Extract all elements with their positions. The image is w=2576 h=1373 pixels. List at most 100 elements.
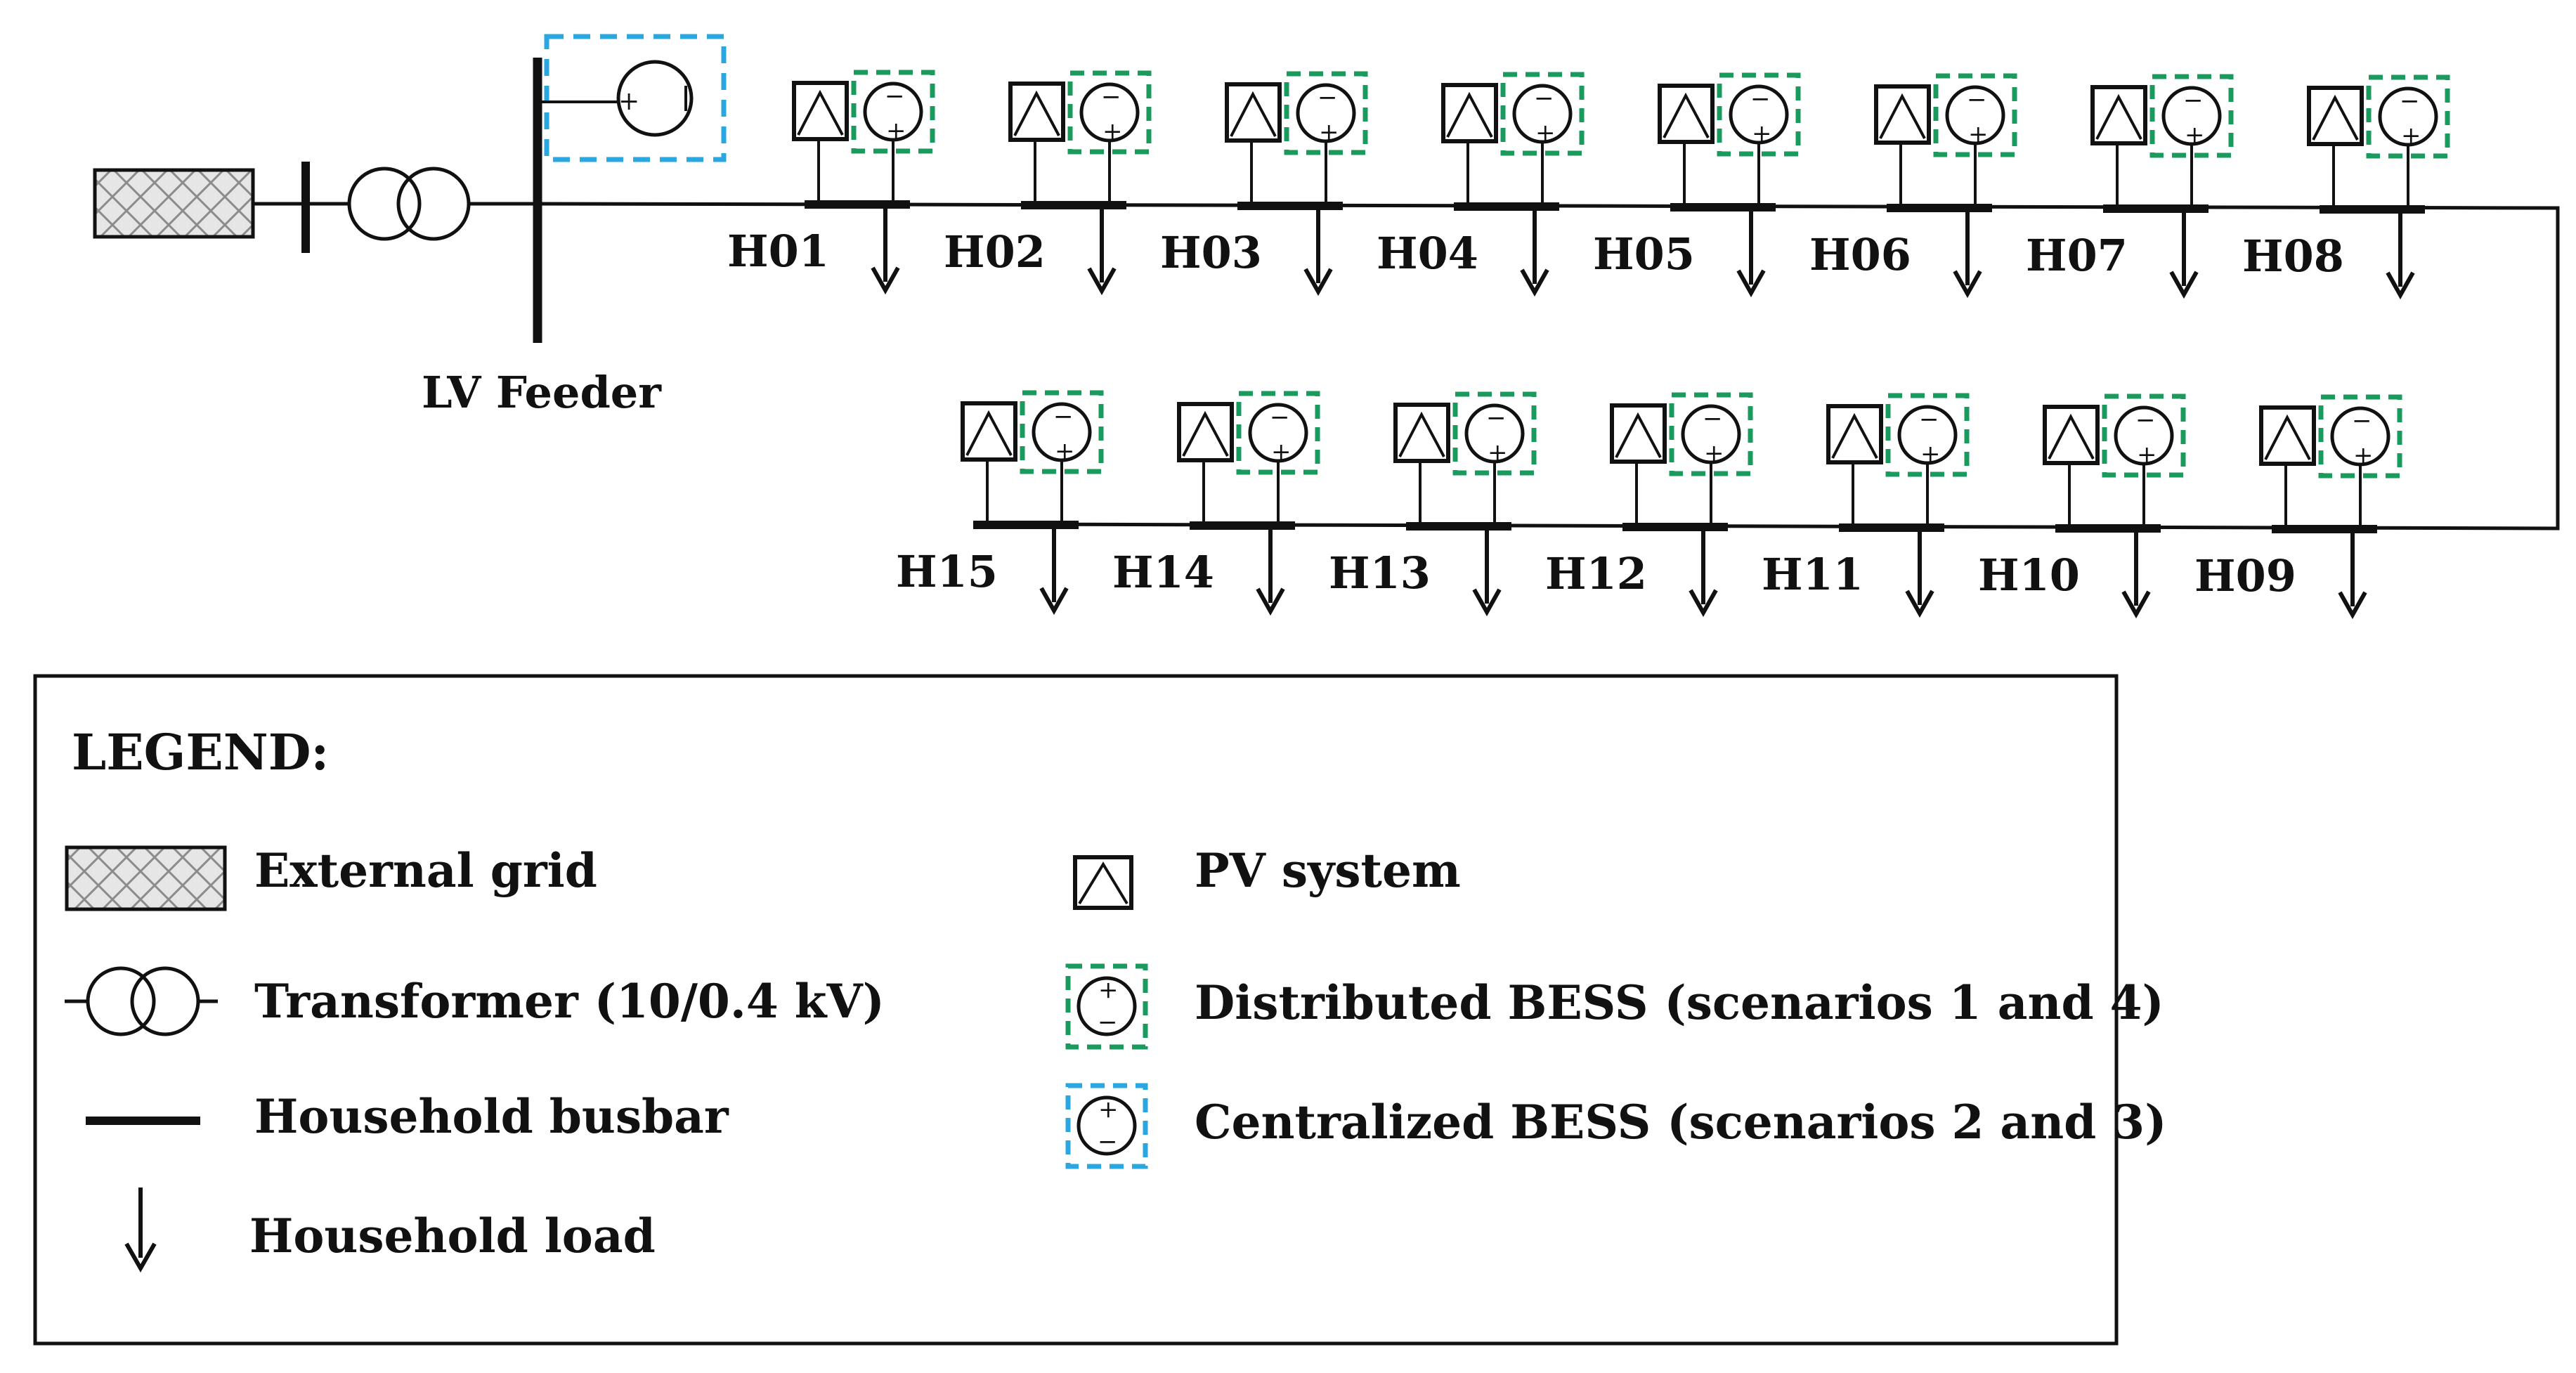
distributed-bess: −+ <box>1284 71 1368 155</box>
household-load-arrow <box>1472 526 1502 617</box>
distributed-bess: −+ <box>1500 72 1585 156</box>
household-load-arrow <box>2338 529 2367 620</box>
household-label: H13 <box>1329 547 1431 599</box>
pv-system <box>2259 405 2316 466</box>
household-unit: −+H15 <box>896 390 1104 616</box>
pv-system <box>1441 83 1498 143</box>
distributed-bess: −+ <box>1020 390 1104 474</box>
household-unit: −+H08 <box>2242 74 2450 300</box>
distributed-bess: −+ <box>1067 70 1152 155</box>
household-unit: −+H02 <box>944 70 1152 296</box>
svg-text:−: − <box>2183 86 2204 115</box>
svg-text:+: + <box>2353 441 2374 469</box>
pv-system <box>1658 84 1715 144</box>
svg-text:−: − <box>1534 84 1554 112</box>
household-label: H07 <box>2026 230 2128 281</box>
svg-text:−: − <box>2135 406 2156 434</box>
household-label: H04 <box>1377 228 1478 279</box>
distributed-bess: −+ <box>1717 72 1801 157</box>
distributed-bess: −+ <box>851 70 935 154</box>
svg-text:Transformer (10/0.4 kV): Transformer (10/0.4 kV) <box>254 974 885 1029</box>
legend-pv: PV system <box>1073 843 1461 910</box>
distributed-bess: −+ <box>1933 73 2017 157</box>
svg-text:+: + <box>1752 119 1772 148</box>
svg-text:+: + <box>1098 1095 1119 1124</box>
pv-system <box>792 81 849 141</box>
svg-text:−: − <box>1053 403 1074 431</box>
svg-text:+: + <box>1968 120 1989 148</box>
svg-text:−: − <box>1750 85 1771 113</box>
svg-text:−: − <box>1101 83 1121 111</box>
household-unit: − + H09 <box>2194 394 2402 620</box>
household-load-arrow <box>1689 527 1718 618</box>
household-load-arrow <box>2169 209 2199 299</box>
household-load-arrow <box>1256 526 1285 616</box>
pv-system <box>2043 405 2100 465</box>
svg-text:+: + <box>1704 439 1724 467</box>
svg-text:−: − <box>1967 86 1987 114</box>
svg-text:+: + <box>1319 118 1339 146</box>
distributed-bess: −+ <box>2149 74 2234 158</box>
household-load-arrow <box>1039 525 1069 616</box>
household-unit: −+H14 <box>1112 391 1320 616</box>
household-unit: −+H05 <box>1593 72 1801 298</box>
household-label: H01 <box>727 226 829 277</box>
household-unit: − + H12 <box>1545 392 1753 618</box>
pv-system <box>1874 84 1931 145</box>
svg-text:+: + <box>1055 437 1075 465</box>
svg-text:+: + <box>1920 440 1941 468</box>
distributed-bess: −+ <box>1236 391 1320 475</box>
svg-text:External grid: External grid <box>254 843 597 898</box>
household-label: H11 <box>1762 549 1863 600</box>
svg-text:+: + <box>1271 438 1292 466</box>
svg-text:+: + <box>2137 441 2157 469</box>
svg-text:−: − <box>2352 407 2372 435</box>
svg-text:−: − <box>885 82 905 110</box>
pv-system <box>1826 404 1883 464</box>
household-label: H12 <box>1545 548 1647 599</box>
svg-text:+: + <box>1535 119 1556 147</box>
household-label: H05 <box>1593 228 1695 280</box>
legend-transformer: Transformer (10/0.4 kV) <box>65 966 885 1036</box>
transformer <box>347 167 471 241</box>
distributed-bess: −+ <box>1885 393 1970 477</box>
svg-text:+: + <box>2401 122 2421 150</box>
pv-system <box>2307 86 2364 146</box>
household-label: H15 <box>896 546 998 597</box>
svg-text:Distributed BESS (scenarios 1: Distributed BESS (scenarios 1 and 4) <box>1195 975 2164 1030</box>
centralized-bess: + <box>538 34 727 162</box>
household-unit: −+ H01 <box>727 70 935 295</box>
svg-text:−: − <box>1270 403 1290 431</box>
household-load-arrow <box>1520 207 1549 297</box>
household-label: H06 <box>1809 229 1911 280</box>
svg-text:+: + <box>1488 438 1508 467</box>
pv-system <box>1008 82 1065 142</box>
external-grid <box>93 168 255 239</box>
household-label: H10 <box>1978 549 2080 601</box>
pv-system <box>1225 82 1282 143</box>
legend-title: LEGEND: <box>72 723 329 781</box>
legend-external-grid: External grid <box>65 843 597 911</box>
svg-text:+: + <box>1102 117 1123 145</box>
svg-text:Household busbar: Household busbar <box>254 1089 729 1144</box>
household-load-arrow <box>1303 206 1333 297</box>
svg-text:−: − <box>1318 84 1338 112</box>
household-unit: − + H10 <box>1978 393 2186 619</box>
household-label: H09 <box>2194 550 2296 601</box>
household-load-arrow <box>1087 205 1117 296</box>
household-load-arrow <box>2386 209 2415 300</box>
household-unit: −+H06 <box>1809 73 2017 299</box>
svg-text:−: − <box>1703 405 1723 433</box>
legend: LEGEND: External grid Transformer (10/0.… <box>33 674 2166 1346</box>
household-unit: −+H04 <box>1377 72 1585 297</box>
svg-text:Household load: Household load <box>249 1209 656 1263</box>
svg-text:−: − <box>1486 404 1507 432</box>
household-label: H02 <box>944 226 1046 278</box>
legend-load: Household load <box>124 1187 656 1273</box>
legend-box <box>33 674 2119 1346</box>
svg-text:−: − <box>2400 87 2420 115</box>
household-load-arrow <box>2121 528 2151 619</box>
household-load-arrow <box>1905 528 1934 618</box>
pv-system <box>1177 402 1234 462</box>
